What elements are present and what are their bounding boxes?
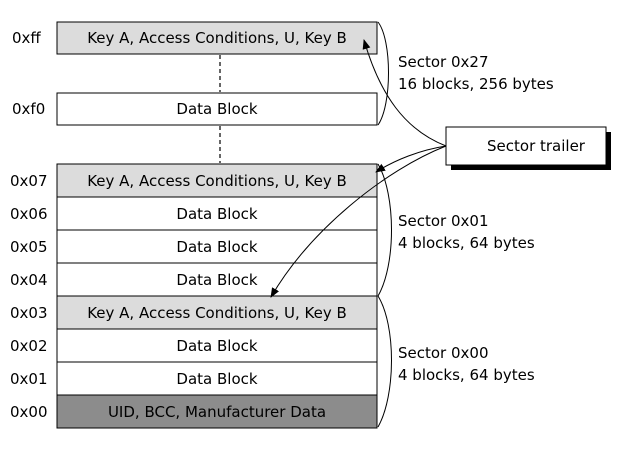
arrow-to-0x03 — [270, 145, 447, 298]
arrow-to-0x07 — [375, 145, 447, 173]
callout-label: Sector trailer — [487, 137, 586, 155]
callout-box — [445, 126, 607, 166]
block-0x07: Key A, Access Conditions, U, Key B 0x07 — [10, 163, 378, 198]
block-0x02: Data Block 0x02 — [10, 328, 378, 363]
block-cell — [56, 229, 378, 264]
block-cell — [56, 361, 378, 396]
block-label: Key A, Access Conditions, U, Key B — [87, 29, 347, 47]
block-cell — [56, 196, 378, 231]
block-address: 0xff — [12, 29, 41, 47]
block-address: 0x06 — [10, 205, 48, 223]
block-label: Key A, Access Conditions, U, Key B — [87, 304, 347, 322]
sector-label-0x27: Sector 0x27 16 blocks, 256 bytes — [398, 53, 554, 93]
block-address: 0x00 — [10, 403, 48, 421]
block-label: Data Block — [176, 337, 257, 355]
sector-name: Sector 0x01 — [398, 212, 489, 230]
sector-brace-0x27 — [377, 21, 389, 126]
block-0x04: Data Block 0x04 — [10, 262, 378, 297]
block-stack: Key A, Access Conditions, U, Key B 0x07Da… — [10, 163, 378, 429]
block-label: Data Block — [176, 238, 257, 256]
block-0x05: Data Block 0x05 — [10, 229, 378, 264]
sector-brace-0x00 — [377, 295, 392, 428]
block-address: 0x01 — [10, 370, 48, 388]
sector-label-0x01: Sector 0x01 4 blocks, 64 bytes — [398, 212, 535, 252]
arrow-to-0xff — [362, 39, 447, 147]
block-label: Data Block — [176, 100, 257, 118]
block-label: Data Block — [176, 271, 257, 289]
block-address: 0x07 — [10, 172, 48, 190]
block-0x06: Data Block 0x06 — [10, 196, 378, 231]
block-cell — [56, 394, 378, 429]
block-cell — [56, 295, 378, 330]
sector-size: 4 blocks, 64 bytes — [398, 366, 535, 384]
sector-size: 4 blocks, 64 bytes — [398, 234, 535, 252]
block-cell — [56, 328, 378, 363]
block-0x01: Data Block 0x01 — [10, 361, 378, 396]
sector-brace-0x01 — [377, 163, 392, 297]
block-0x00: UID, BCC, Manufacturer Data 0x00 — [10, 394, 378, 429]
block-address: 0x04 — [10, 271, 48, 289]
block-0xf0: Data Block 0xf0 — [12, 92, 378, 126]
block-cell — [56, 262, 378, 297]
sector-name: Sector 0x00 — [398, 344, 489, 362]
block-address: 0x05 — [10, 238, 48, 256]
sector-size: 16 blocks, 256 bytes — [398, 75, 554, 93]
sector-name: Sector 0x27 — [398, 53, 489, 71]
block-label: Key A, Access Conditions, U, Key B — [87, 172, 347, 190]
block-address: 0xf0 — [12, 100, 45, 118]
block-label: Data Block — [176, 370, 257, 388]
block-address: 0x03 — [10, 304, 48, 322]
block-label: UID, BCC, Manufacturer Data — [108, 403, 326, 421]
block-0x03: Key A, Access Conditions, U, Key B 0x03 — [10, 295, 378, 330]
sector-trailer-callout: Sector trailer — [445, 126, 611, 170]
sector-label-0x00: Sector 0x00 4 blocks, 64 bytes — [398, 344, 535, 384]
block-0xff: Key A, Access Conditions, U, Key B 0xff — [12, 21, 378, 55]
block-address: 0x02 — [10, 337, 48, 355]
block-label: Data Block — [176, 205, 257, 223]
